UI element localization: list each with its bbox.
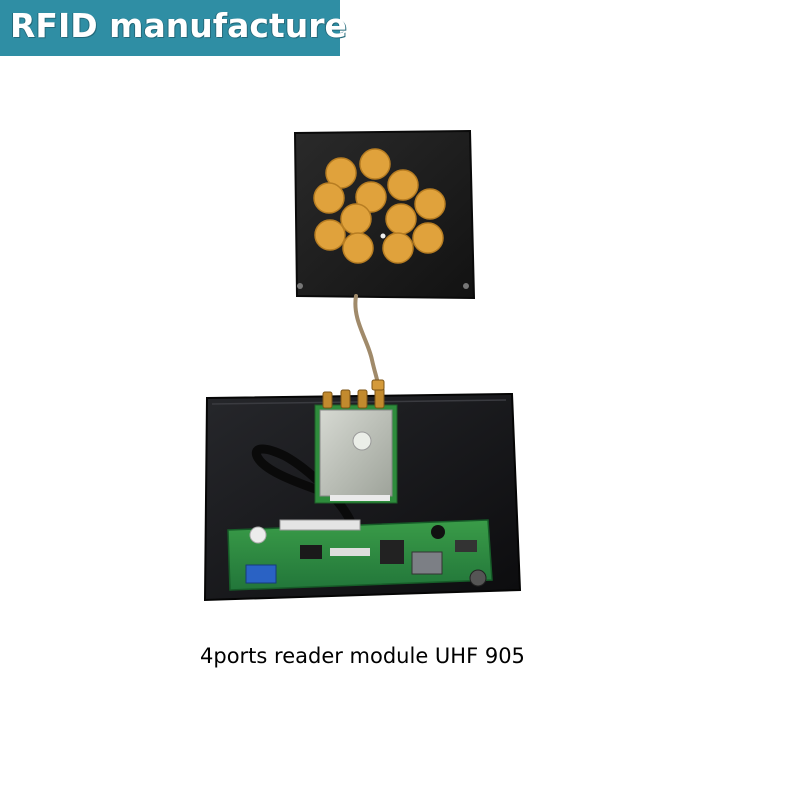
brand-banner: RFID manufacture [0,0,347,56]
main-pcb [227,519,493,591]
banner-title: RFID manufacture [10,6,347,45]
antenna-patches [313,148,446,264]
product-caption: 4ports reader module UHF 905 [200,644,525,668]
antenna-ports [322,387,385,409]
rf-module [314,379,398,504]
antenna-panel [293,129,476,300]
